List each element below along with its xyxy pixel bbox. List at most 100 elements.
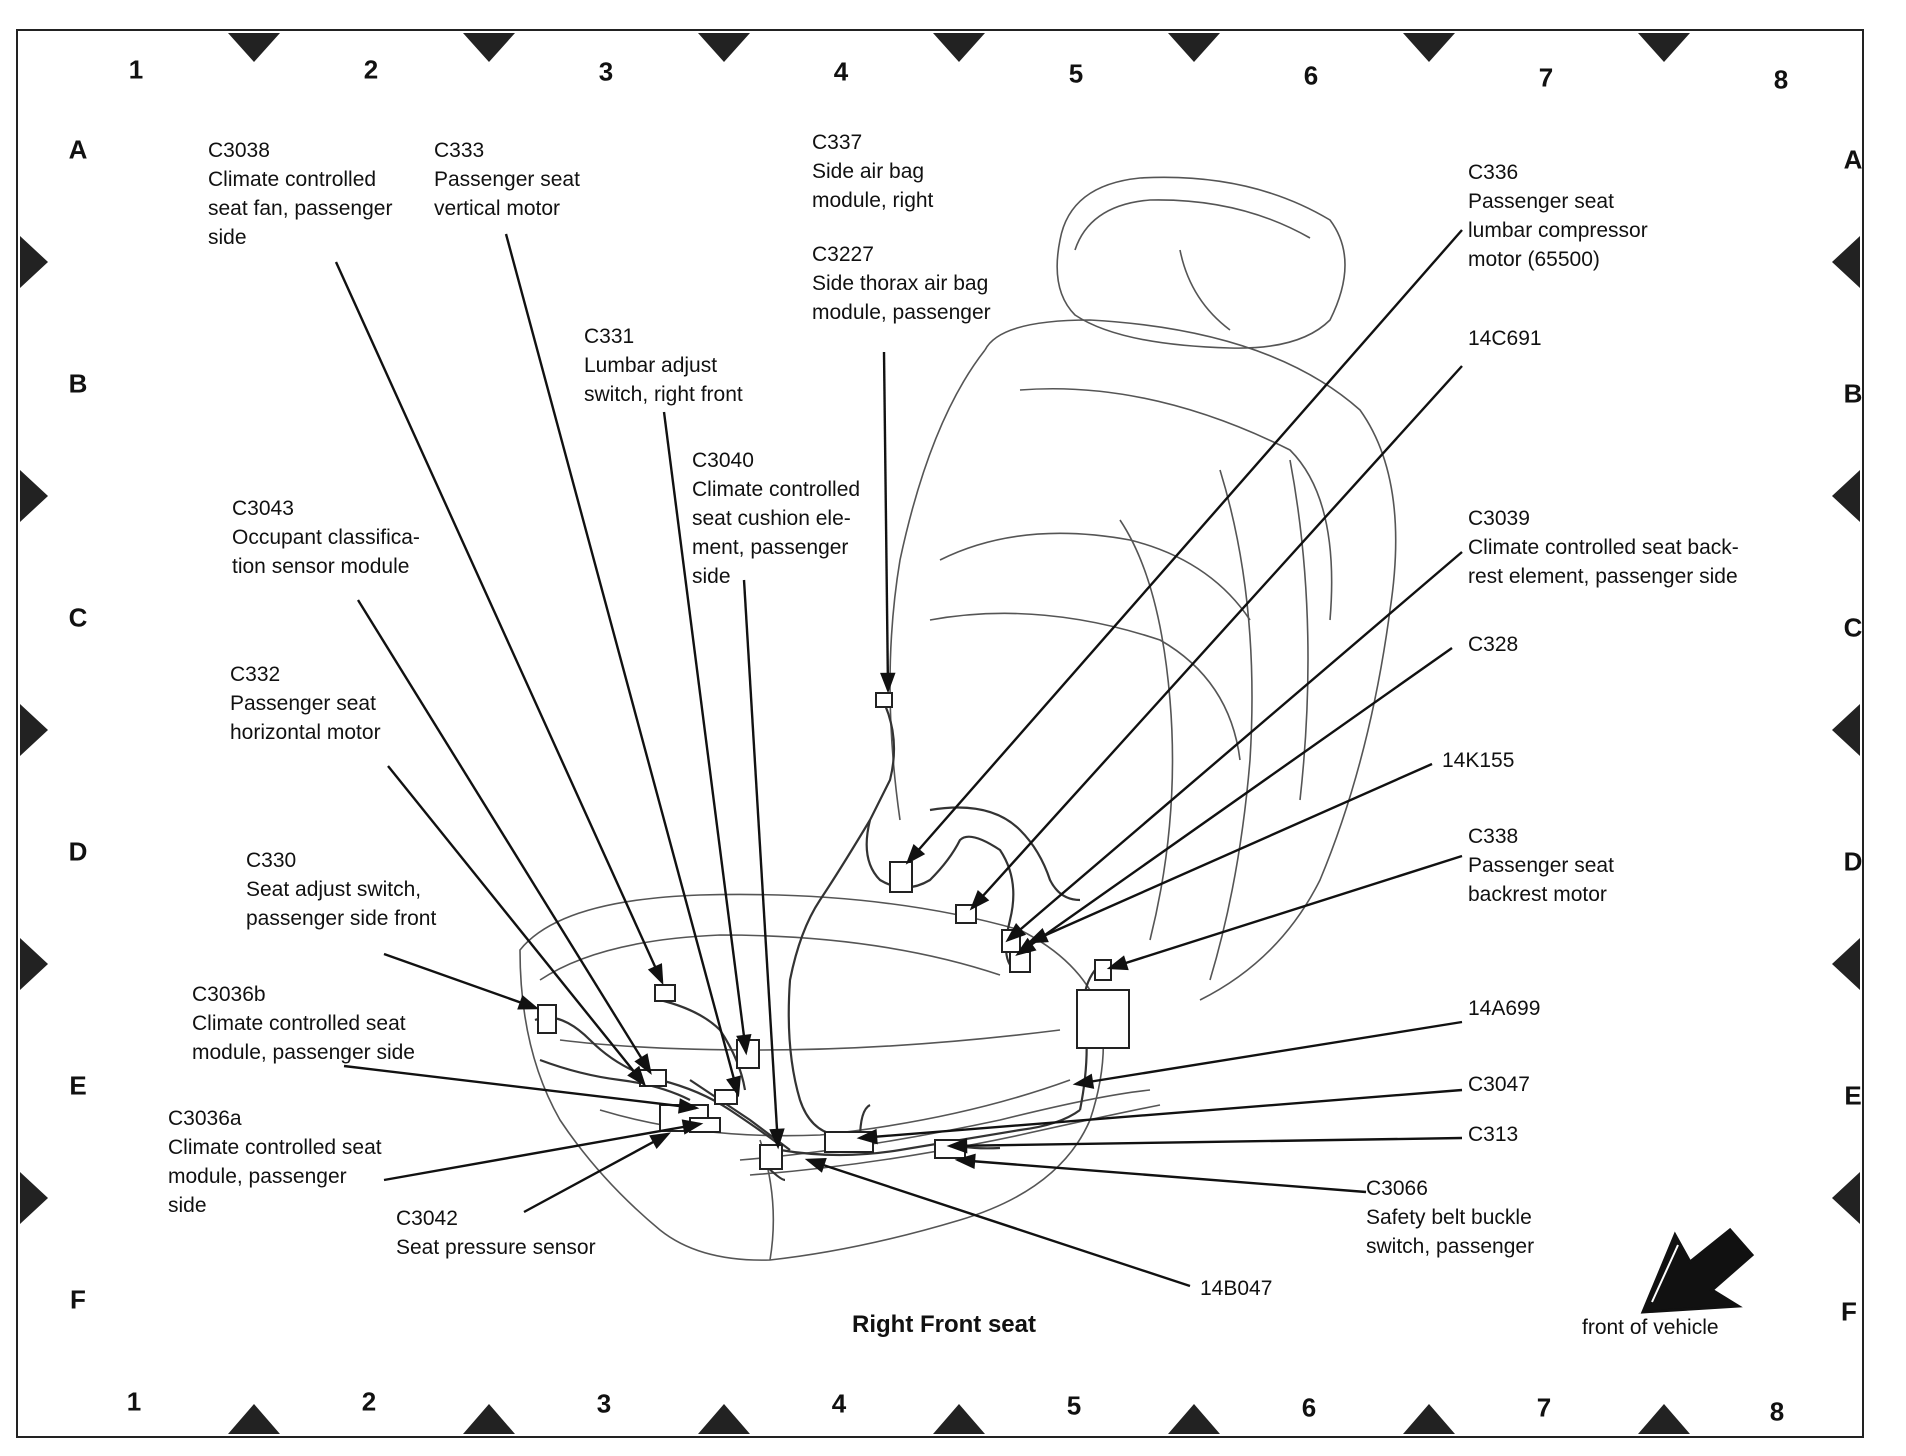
leader-line-c3042 — [523, 1132, 669, 1214]
leader-line-14b047 — [807, 1158, 1191, 1288]
leader-arrowhead-14k155 — [1026, 927, 1049, 944]
leader-arrowhead-c333 — [726, 1075, 741, 1098]
border-tick-right-3 — [1832, 704, 1860, 756]
leader-arrowhead-c328 — [1015, 937, 1037, 956]
border-tick-bottom-5 — [1168, 1404, 1220, 1434]
grid-col-bottom-8: 8 — [1769, 1396, 1785, 1427]
leader-arrowhead-c338 — [1106, 955, 1129, 971]
leader-arrowhead-c3227 — [880, 672, 896, 694]
border-tick-top-3 — [698, 33, 750, 62]
diagram-caption: Right Front seat — [852, 1311, 1036, 1338]
leader-line-c331 — [662, 411, 748, 1053]
grid-col-bottom-3: 3 — [596, 1388, 612, 1419]
grid-col-top-8: 8 — [1773, 64, 1789, 95]
grid-row-left-d: D — [68, 836, 88, 867]
leader-line-c333 — [504, 233, 740, 1095]
border-tick-bottom-2 — [463, 1404, 515, 1434]
leader-line-14a699 — [1075, 1020, 1463, 1086]
callout-14k155: 14K155 — [1442, 749, 1515, 772]
grid-col-bottom-6: 6 — [1301, 1392, 1317, 1423]
grid-col-bottom-4: 4 — [831, 1388, 847, 1419]
leader-arrowhead-c3036b — [678, 1098, 700, 1114]
leader-line-14c691 — [971, 365, 1463, 909]
leader-arrowhead-c313 — [946, 1138, 968, 1154]
leader-line-c3043 — [356, 599, 652, 1073]
border-tick-left-4 — [20, 938, 48, 990]
leader-line-c338 — [1109, 854, 1463, 970]
grid-col-bottom-7: 7 — [1536, 1392, 1552, 1423]
border-tick-right-5 — [1832, 1172, 1860, 1224]
border-tick-left-2 — [20, 470, 48, 522]
grid-col-top-4: 4 — [833, 56, 849, 87]
leader-line-c336 — [907, 229, 1463, 863]
leader-arrowhead-c336 — [905, 843, 926, 865]
border-tick-top-7 — [1638, 33, 1690, 62]
border-tick-bottom-4 — [933, 1404, 985, 1434]
leader-line-c3036a — [383, 1122, 701, 1182]
leader-arrowhead-c3039 — [1005, 922, 1027, 943]
grid-col-bottom-1: 1 — [126, 1386, 142, 1417]
grid-col-top-1: 1 — [128, 54, 144, 85]
leader-arrowhead-14a699 — [1072, 1073, 1095, 1089]
border-tick-right-4 — [1832, 938, 1860, 990]
border-tick-left-1 — [20, 236, 48, 288]
border-tick-top-2 — [463, 33, 515, 62]
leader-arrowhead-c3042 — [649, 1132, 672, 1149]
leader-arrowhead-c3043 — [634, 1053, 652, 1075]
leader-arrowhead-c3038 — [647, 963, 664, 986]
border-tick-right-2 — [1832, 470, 1860, 522]
grid-row-left-c: C — [68, 602, 88, 633]
leader-line-c3036b — [343, 1064, 697, 1110]
grid-col-top-6: 6 — [1303, 60, 1319, 91]
callout-14c691: 14C691 — [1468, 327, 1542, 350]
border-tick-top-4 — [933, 33, 985, 62]
callout-c3047: C3047 — [1468, 1073, 1530, 1096]
leader-line-14k155 — [1029, 762, 1433, 944]
grid-row-right-f: F — [1841, 1296, 1857, 1327]
grid-row-right-b: B — [1843, 378, 1863, 409]
leader-line-c332 — [387, 765, 645, 1085]
grid-row-left-e: E — [69, 1070, 87, 1101]
grid-row-right-c: C — [1843, 612, 1863, 643]
leader-line-c313 — [949, 1136, 1463, 1148]
border-tick-left-3 — [20, 704, 48, 756]
grid-col-top-2: 2 — [363, 54, 379, 85]
callout-c328: C328 — [1468, 633, 1519, 656]
grid-col-top-7: 7 — [1538, 62, 1554, 93]
leader-line-c328 — [1017, 647, 1453, 955]
leader-arrowhead-c3040 — [769, 1128, 785, 1150]
grid-row-right-a: A — [1843, 144, 1863, 175]
border-tick-top-6 — [1403, 33, 1455, 62]
leader-arrowhead-c3036a — [681, 1119, 704, 1135]
leader-line-c3227 — [882, 351, 890, 691]
border-tick-bottom-6 — [1403, 1404, 1455, 1434]
leader-arrowhead-c332 — [627, 1065, 647, 1087]
grid-col-top-5: 5 — [1068, 58, 1084, 89]
border-tick-bottom-7 — [1638, 1404, 1690, 1434]
front-of-vehicle-arrow-icon — [1640, 1227, 1755, 1314]
leader-line-c3047 — [859, 1088, 1463, 1140]
border-tick-bottom-1 — [228, 1404, 280, 1434]
border-tick-top-1 — [228, 33, 280, 62]
grid-col-top-3: 3 — [598, 56, 614, 87]
border-tick-right-1 — [1832, 236, 1860, 288]
leader-arrowhead-14b047 — [804, 1158, 827, 1173]
leader-line-c3038 — [334, 261, 664, 983]
front-of-vehicle-label: front of vehicle — [1582, 1316, 1719, 1339]
grid-row-right-d: D — [1843, 846, 1863, 877]
callout-14b047: 14B047 — [1200, 1277, 1273, 1300]
leader-line-c3039 — [1007, 551, 1463, 941]
